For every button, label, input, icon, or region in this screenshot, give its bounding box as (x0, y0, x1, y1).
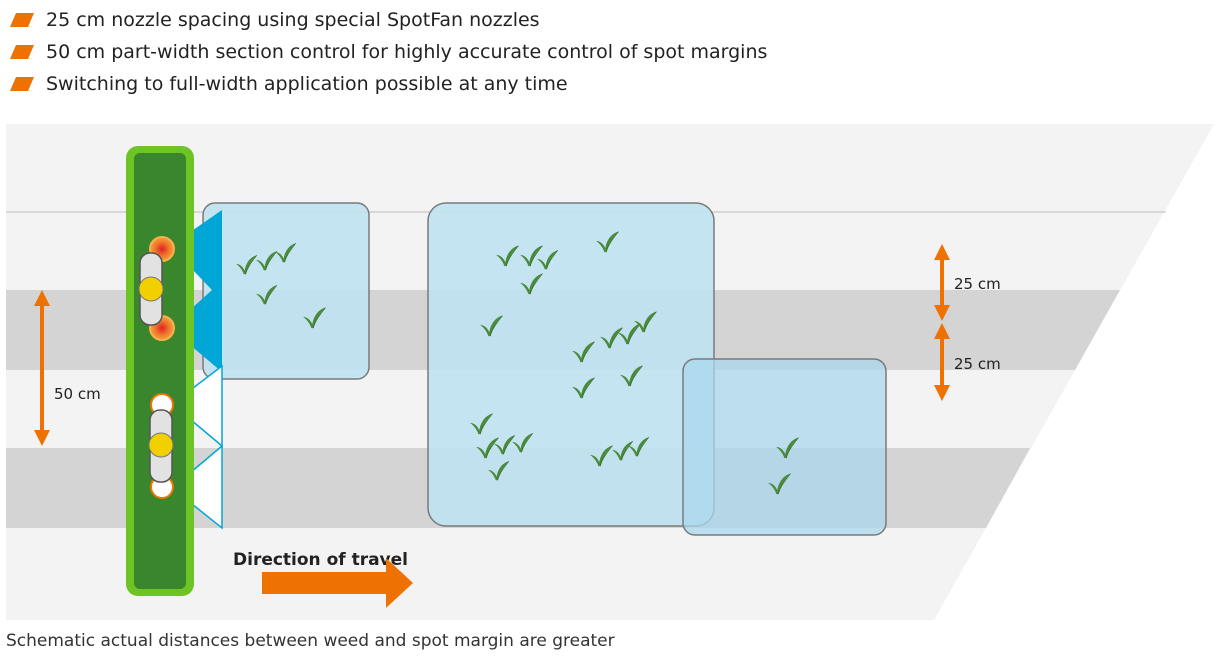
list-item: 50 cm part-width section control for hig… (10, 36, 767, 68)
spot-area-small (202, 202, 370, 380)
label-25cm-top: 25 cm (954, 275, 1001, 293)
feature-list: 25 cm nozzle spacing using special SpotF… (10, 4, 767, 100)
dimension-25cm-bottom (934, 323, 950, 401)
label-50cm: 50 cm (54, 385, 101, 403)
spot-area-large (427, 202, 715, 527)
spot-area-right (682, 358, 887, 536)
valve-indicator (138, 276, 164, 302)
spray-fan-active (170, 210, 222, 290)
list-item-text: 25 cm nozzle spacing using special SpotF… (46, 9, 540, 31)
dimension-25cm-top (934, 244, 950, 321)
direction-arrow-icon (262, 558, 413, 608)
valve-indicator (148, 432, 174, 458)
spray-fan-active (170, 290, 222, 372)
orange-parallelogram-icon (10, 45, 34, 59)
list-item-text: Switching to full-width application poss… (46, 73, 568, 95)
orange-parallelogram-icon (10, 77, 34, 91)
list-item: 25 cm nozzle spacing using special SpotF… (10, 4, 767, 36)
spray-fan-inactive (170, 364, 223, 448)
spray-fan-inactive (170, 444, 223, 530)
dimension-50cm (34, 290, 50, 446)
diagram-caption: Schematic actual distances between weed … (6, 631, 615, 651)
list-item: Switching to full-width application poss… (10, 68, 767, 100)
orange-parallelogram-icon (10, 13, 34, 27)
label-25cm-bottom: 25 cm (954, 355, 1001, 373)
list-item-text: 50 cm part-width section control for hig… (46, 41, 768, 63)
direction-label: Direction of travel (233, 550, 408, 570)
boom-bar-inner (134, 153, 186, 589)
